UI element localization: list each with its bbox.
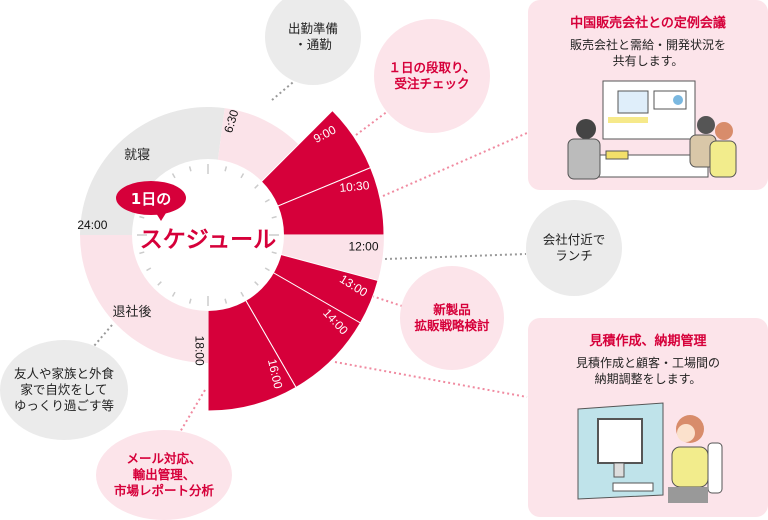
bubble-commute: 出勤準備 ・通勤	[265, 0, 361, 85]
wheel-segment-label: 就寝	[124, 147, 150, 163]
clock-tick	[139, 251, 145, 255]
clock-tick	[139, 215, 145, 219]
card-quote: 見積作成、納期管理 見積作成と顧客・工場間の 納期調整をします。	[528, 318, 768, 517]
connector-evening	[93, 324, 113, 347]
clock-tick	[264, 198, 270, 203]
connector-meeting	[382, 132, 528, 197]
card-quote-title: 見積作成、納期管理	[589, 334, 707, 349]
time-label: 6:30	[221, 108, 241, 135]
card-meeting-title: 中国販売会社との定例会議	[570, 16, 726, 31]
meeting-illustration	[567, 80, 737, 180]
badge-text: 1日の	[130, 189, 172, 208]
clock-tick	[171, 291, 176, 297]
clock-tick	[254, 281, 259, 286]
wheel-segment-8	[80, 235, 208, 363]
clock-tick	[271, 251, 277, 255]
clock-tick	[157, 281, 162, 286]
connector-commute	[271, 77, 299, 101]
card-quote-desc: 見積作成と顧客・工場間の 納期調整をします。	[575, 356, 720, 386]
clock-tick	[188, 298, 192, 304]
wheel-title: スケジュール	[139, 227, 277, 253]
connector-lunch	[384, 253, 527, 260]
connector-morning	[351, 107, 393, 139]
time-label: 16:00	[265, 358, 285, 391]
wheel-segment-0	[80, 107, 225, 235]
bubble-lunch: 会社付近で ランチ	[526, 200, 622, 296]
clock-tick	[271, 215, 277, 219]
connector-quote	[334, 361, 528, 398]
time-label: 18:00	[193, 336, 207, 366]
time-label: 10:30	[339, 178, 371, 195]
clock-tick	[224, 298, 228, 304]
clock-tick	[240, 173, 245, 179]
clock-tick	[224, 166, 228, 172]
wheel-segment-label: 退社後	[112, 304, 151, 320]
connector-lines	[93, 77, 528, 433]
bubble-morning: １日の段取り、 受注チェック	[374, 19, 490, 133]
wheel-badge: 1日の	[116, 181, 186, 221]
wheel-segment-1	[217, 108, 299, 182]
clock-tick	[171, 173, 176, 179]
time-label: 12:00	[349, 239, 379, 253]
clock-tick	[264, 267, 270, 272]
connector-strategy	[371, 295, 403, 307]
bubble-evening: 友人や家族と外食 家で自炊をして ゆっくり過ごす等	[0, 340, 128, 440]
time-label: 24:00	[77, 218, 107, 232]
clock-tick	[254, 184, 259, 189]
card-meeting: 中国販売会社との定例会議 販売会社と需給・開発状況を 共有します。	[528, 0, 768, 190]
card-meeting-desc: 販売会社と需給・開発状況を 共有します。	[569, 38, 726, 68]
connector-afternoon	[179, 389, 206, 433]
clock-tick	[240, 291, 245, 297]
desk-illustration	[577, 402, 723, 503]
bubble-afternoon: メール対応、 輸出管理、 市場レポート分析	[96, 430, 232, 520]
clock-tick	[146, 267, 152, 272]
wheel-segment-4	[280, 235, 384, 281]
bubble-strategy: 新製品 拡販戦略検討	[400, 266, 504, 370]
clock-tick	[188, 166, 192, 172]
